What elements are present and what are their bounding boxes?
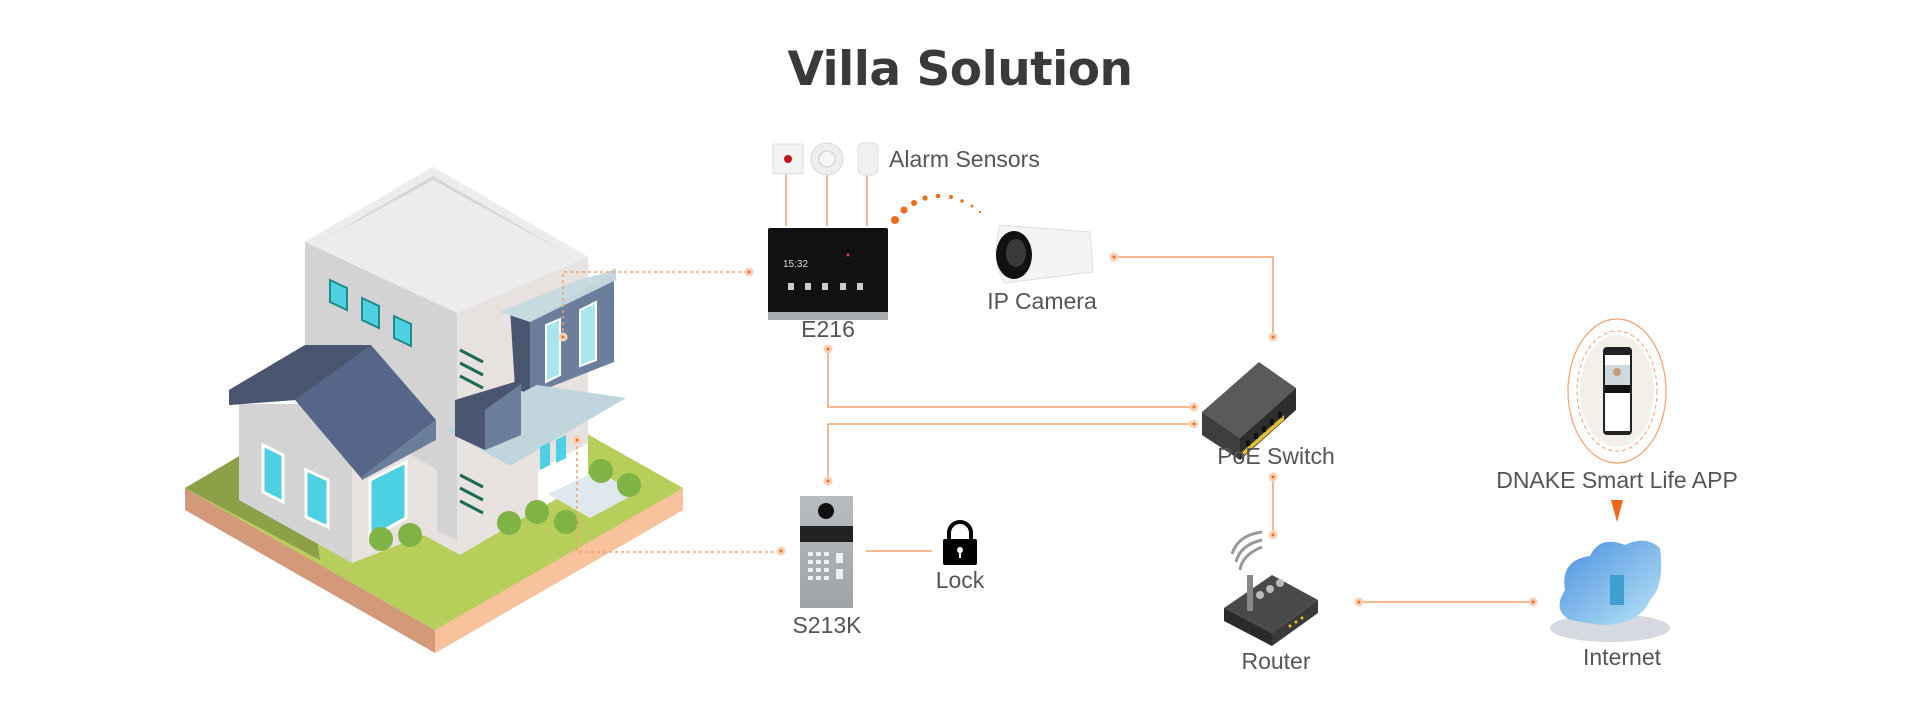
page-title: Villa Solution: [787, 42, 1134, 97]
ip-camera-label: IP Camera: [987, 288, 1097, 314]
s213k-label: S213K: [792, 612, 862, 638]
motion-sensor-icon: [857, 142, 879, 176]
lock-label: Lock: [935, 567, 985, 593]
alarm-sensors-label: Alarm Sensors: [889, 146, 1040, 172]
internet-label: Internet: [1583, 644, 1661, 670]
poe-switch-icon: [1202, 362, 1296, 460]
connector-dots: [558, 252, 1538, 607]
arrow-down-icon: [1611, 500, 1623, 522]
router-label: Router: [1241, 648, 1311, 674]
mobile-app-badge-icon: [1567, 318, 1667, 464]
poe-switch-label: PoE Switch: [1217, 443, 1335, 469]
wireless-dotted-arc: [891, 193, 982, 224]
lock-icon: [943, 520, 977, 565]
connector-lines: [562, 174, 1533, 603]
internet-cloud-icon: [1550, 540, 1670, 642]
villa-house-illustration: [185, 167, 683, 653]
smoke-detector-icon: [810, 142, 844, 176]
app-label: DNAKE Smart Life APP: [1496, 467, 1738, 493]
ip-camera-icon: [995, 224, 1094, 284]
e216-label: E216: [801, 316, 855, 342]
svg-text:15:32: 15:32: [783, 259, 808, 270]
router-icon: [1224, 530, 1318, 646]
e216-indoor-monitor-icon: 15:32: [768, 228, 888, 320]
panic-button-icon: [772, 143, 804, 175]
s213k-door-station-icon: [800, 496, 853, 608]
